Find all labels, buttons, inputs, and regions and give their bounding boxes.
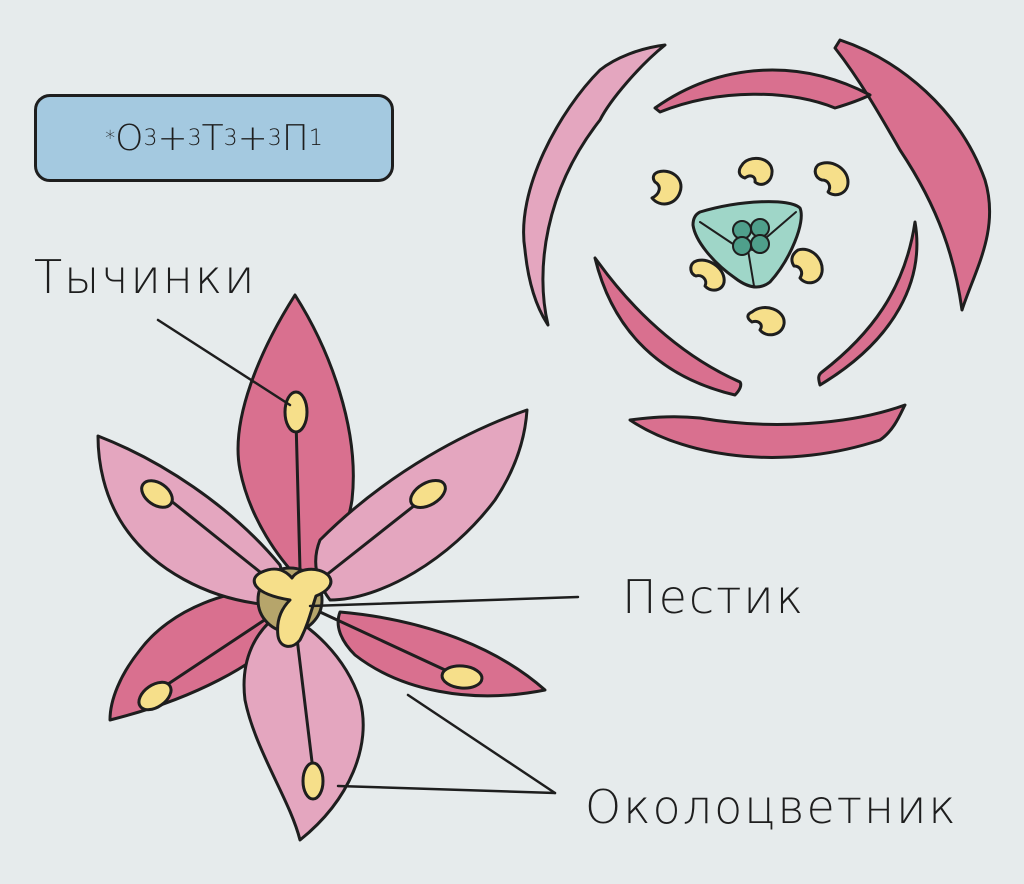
formula-stamen-prefix: 3 <box>187 125 202 151</box>
formula-plus: + <box>157 117 188 159</box>
ovules <box>732 218 770 256</box>
anther <box>301 761 325 801</box>
label-stamens: Тычинки <box>34 250 257 304</box>
anther <box>737 156 774 186</box>
floral-diagram <box>522 38 992 459</box>
filament <box>294 628 315 772</box>
formula-pistil-count: 1 <box>308 125 323 151</box>
leader-pistil <box>308 595 580 608</box>
stamen-anthers <box>137 390 484 801</box>
anther <box>283 390 309 434</box>
leader-stamens <box>156 318 292 407</box>
inner-tepal <box>653 68 872 114</box>
anther <box>409 479 447 509</box>
formula-plus: + <box>237 117 268 159</box>
formula-stamen-count: 3 <box>223 125 238 151</box>
filament <box>294 418 302 572</box>
flower <box>96 293 547 842</box>
formula-pistil-prefix: 3 <box>267 125 282 151</box>
outer-tepal <box>522 43 667 327</box>
anther <box>746 306 786 337</box>
leader-perianth-b <box>336 784 557 795</box>
anther <box>790 247 824 285</box>
formula-perianth: O <box>115 117 144 159</box>
inner-tepal <box>593 256 743 397</box>
ovule <box>732 236 752 256</box>
anther <box>689 258 726 292</box>
ovule <box>750 234 770 254</box>
leader-perianth-a <box>406 693 557 795</box>
formula-pistil: П <box>281 117 309 159</box>
leader-lines <box>156 318 580 795</box>
anther <box>440 664 484 690</box>
outer-tepal <box>628 403 907 459</box>
filament <box>318 503 417 582</box>
tepal <box>242 610 365 842</box>
anther <box>140 479 174 509</box>
formula-star: * <box>105 126 116 150</box>
formula-perianth-count: 3 <box>143 125 158 151</box>
anther <box>813 161 850 197</box>
label-pistil: Пестик <box>622 570 806 624</box>
anther <box>650 169 683 206</box>
label-perianth: Околоцветник <box>585 780 958 834</box>
filament <box>148 613 274 698</box>
anthers <box>650 156 850 337</box>
outer-tepal <box>833 38 992 312</box>
inner-tepal <box>817 220 919 387</box>
anther <box>137 680 173 712</box>
stigma <box>252 567 333 648</box>
tepal <box>336 610 547 698</box>
filament <box>168 498 272 582</box>
filaments <box>148 418 460 772</box>
formula-stamens: T <box>201 117 224 159</box>
filament <box>318 610 460 678</box>
